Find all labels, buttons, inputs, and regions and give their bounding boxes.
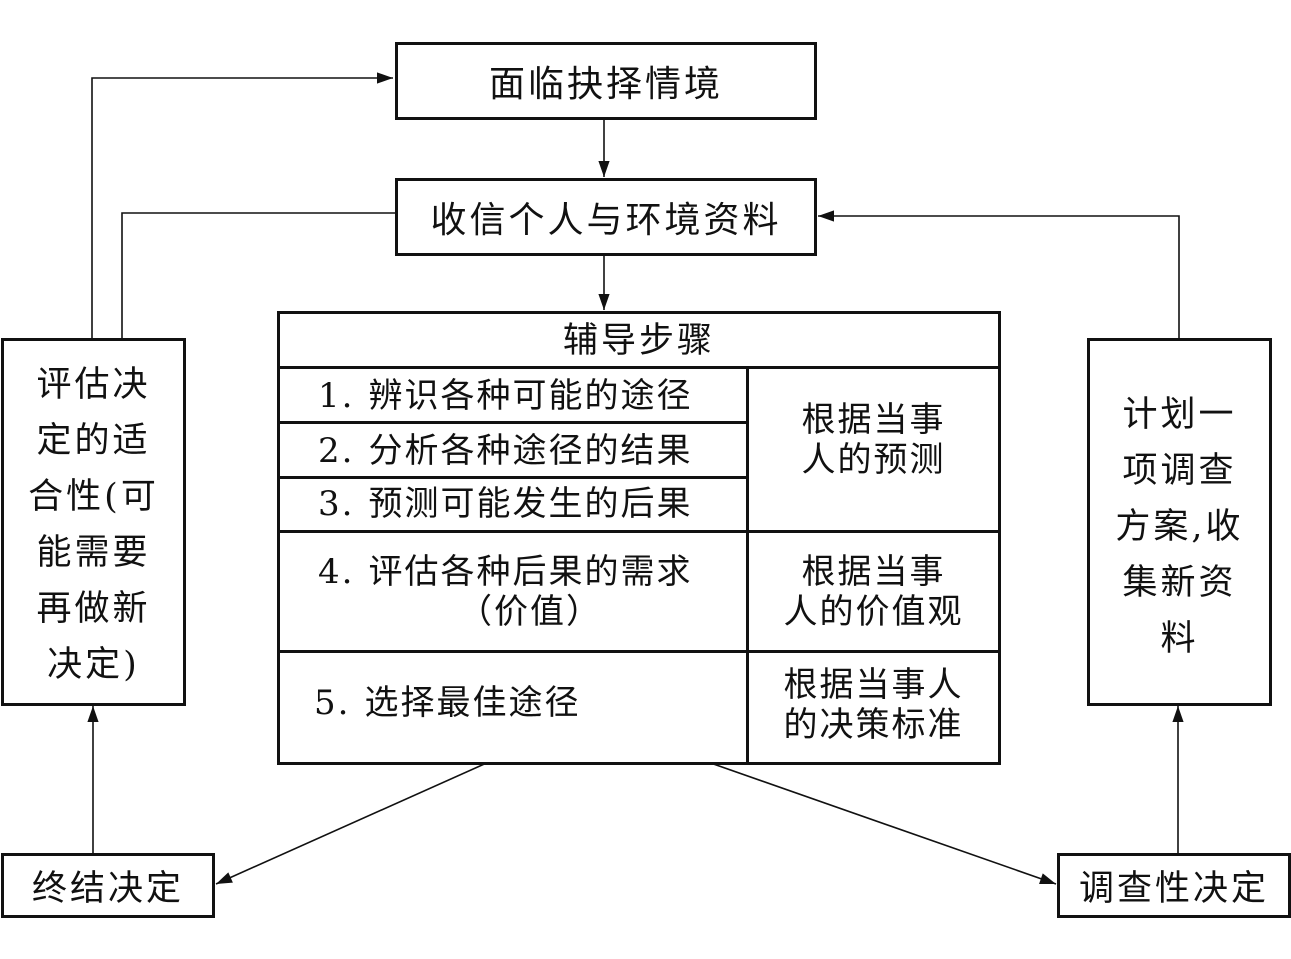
step-text: 分析各种途径的结果 — [368, 430, 693, 471]
plan-line: 方案,收 — [1115, 507, 1244, 547]
step-number: 1. — [318, 376, 355, 416]
evaluate-line: 评估决 — [36, 365, 151, 405]
step-text: 选择最佳途径 — [364, 683, 581, 723]
counseling-steps-table: 辅导步骤 1. 辨识各种可能的途径 2. 分析各种途径的结果 3. 预测可能发生的后果… — [277, 311, 1001, 765]
basis-cell-2: 根据当事 人的价值观 — [749, 533, 998, 650]
evaluate-line: 再做新 — [36, 589, 151, 629]
evaluate-decision-box: 评估决 定的适 合性(可 能需要 再做新 决定) — [1, 338, 186, 706]
table-divider — [280, 650, 998, 653]
evaluate-line: 能需要 — [36, 533, 151, 573]
decision-situation-box: 面临抉择情境 — [395, 42, 817, 120]
plan-line: 料 — [1160, 619, 1199, 659]
evaluate-line: 合性(可 — [28, 477, 159, 517]
final-decision-label: 终结决定 — [31, 869, 184, 909]
table-divider — [746, 369, 749, 765]
step-number: 3. — [318, 484, 355, 524]
investigative-decision-label: 调查性决定 — [1078, 869, 1269, 909]
decision-situation-label: 面临抉择情境 — [488, 64, 723, 105]
basis-line: 根据当事 — [801, 551, 946, 592]
basis-line: 人的价值观 — [783, 591, 964, 632]
table-divider — [280, 530, 998, 533]
basis-cell-3: 根据当事人 的决策标准 — [749, 653, 998, 765]
arrow-evaluate-to-top — [91, 72, 393, 338]
table-divider — [280, 421, 746, 424]
step-number: 2. — [318, 430, 355, 471]
plan-investigation-box: 计划一 项调查 方案,收 集新资 料 — [1087, 338, 1272, 706]
basis-line: 的决策标准 — [783, 705, 964, 745]
arrow-plan-to-collect — [818, 210, 1180, 338]
evaluate-line: 决定) — [47, 645, 140, 685]
evaluate-line: 定的适 — [36, 421, 151, 461]
collect-info-label: 收信个人与环境资料 — [430, 200, 782, 241]
basis-line: 根据当事人 — [783, 665, 964, 705]
basis-line: 人的预测 — [801, 439, 946, 480]
plan-line: 计划一 — [1122, 395, 1237, 435]
plan-line: 集新资 — [1122, 563, 1237, 603]
basis-cell-1: 根据当事 人的预测 — [749, 369, 998, 530]
step-row-5: 5. 选择最佳途径 — [280, 653, 746, 765]
table-divider — [280, 476, 746, 479]
table-header: 辅导步骤 — [562, 321, 715, 361]
collect-info-box: 收信个人与环境资料 — [395, 178, 817, 256]
step-row-1: 1. 辨识各种可能的途径 — [280, 369, 746, 423]
step-number: 4. — [318, 551, 355, 592]
step-text: 辨识各种可能的途径 — [368, 376, 693, 416]
step-text: 预测可能发生的后果 — [368, 484, 693, 524]
step-row-4: 4. 评估各种后果的需求 （价值） — [280, 533, 746, 650]
step-text-value: （价值） — [458, 591, 602, 632]
step-row-3: 3. 预测可能发生的后果 — [280, 478, 746, 530]
plan-line: 项调查 — [1122, 451, 1237, 491]
line-evaluate-to-collect — [121, 212, 395, 338]
step-text: 评估各种后果的需求 — [368, 551, 693, 592]
step-number: 5. — [314, 683, 351, 723]
table-divider — [280, 366, 998, 369]
basis-line: 根据当事 — [801, 399, 946, 440]
step-row-2: 2. 分析各种途径的结果 — [280, 424, 746, 477]
final-decision-box: 终结决定 — [1, 853, 215, 918]
investigative-decision-box: 调查性决定 — [1057, 853, 1291, 918]
